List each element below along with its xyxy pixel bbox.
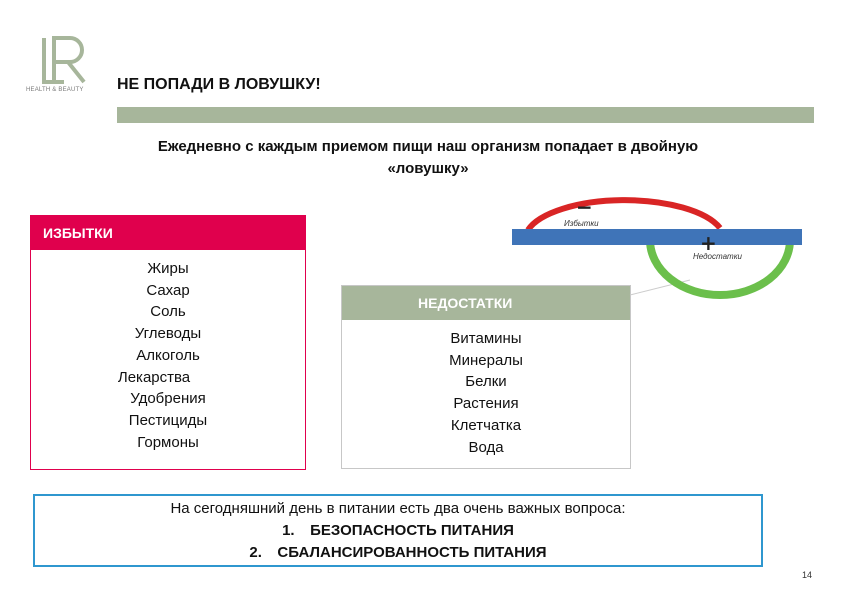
list-item: Гормоны	[31, 432, 305, 454]
lr-logo-mark-icon	[40, 36, 90, 86]
diagram-excess-label: Избытки	[564, 219, 599, 228]
trap-diagram: − Избытки + Недостатки	[500, 180, 820, 315]
excess-heading: ИЗБЫТКИ	[31, 216, 305, 250]
list-item: Минералы	[342, 350, 630, 372]
list-item: Алкоголь	[31, 345, 305, 367]
list-item: Пестициды	[31, 410, 305, 432]
excess-box: ИЗБЫТКИ Жиры Сахар Соль Углеводы Алкогол…	[30, 215, 306, 470]
intro-text: Ежедневно с каждым приемом пищи наш орга…	[48, 136, 808, 180]
lack-list: Витамины Минералы Белки Растения Клетчат…	[342, 320, 630, 458]
list-item: Сахар	[31, 280, 305, 302]
list-item: Жиры	[31, 258, 305, 280]
list-item: Витамины	[342, 328, 630, 350]
title-divider-bar	[117, 107, 814, 123]
summary-list: 1.БЕЗОПАСНОСТЬ ПИТАНИЯ 2.СБАЛАНСИРОВАННО…	[35, 520, 761, 564]
excess-arc	[528, 200, 720, 230]
lr-logo: HEALTH & BEAUTY	[26, 36, 102, 98]
summary-intro: На сегодняшний день в питании есть два о…	[35, 498, 761, 520]
balance-bar	[512, 229, 802, 245]
list-item: Вода	[342, 437, 630, 459]
intro-line-1: Ежедневно с каждым приемом пищи наш орга…	[48, 136, 808, 158]
diagram-lack-label: Недостатки	[693, 252, 742, 261]
list-number: 2.	[249, 542, 277, 564]
list-item: 2.СБАЛАНСИРОВАННОСТЬ ПИТАНИЯ	[35, 542, 761, 564]
list-item: Клетчатка	[342, 415, 630, 437]
list-item: Белки	[342, 371, 630, 393]
list-text: СБАЛАНСИРОВАННОСТЬ ПИТАНИЯ	[277, 544, 546, 561]
list-item: Углеводы	[31, 323, 305, 345]
list-item: Соль	[31, 301, 305, 323]
list-text: БЕЗОПАСНОСТЬ ПИТАНИЯ	[310, 522, 514, 539]
page-title: НЕ ПОПАДИ В ЛОВУШКУ!	[117, 76, 321, 94]
list-item: 1.БЕЗОПАСНОСТЬ ПИТАНИЯ	[35, 520, 761, 542]
list-number: 1.	[282, 520, 310, 542]
summary-box: На сегодняшний день в питании есть два о…	[33, 494, 763, 567]
intro-line-2: «ловушку»	[48, 158, 808, 180]
excess-list: Жиры Сахар Соль Углеводы Алкоголь Лекарс…	[31, 250, 305, 453]
list-item: Удобрения	[31, 388, 305, 410]
logo-caption: HEALTH & BEAUTY	[26, 87, 84, 93]
page-number: 14	[802, 570, 812, 580]
minus-sign: −	[576, 195, 593, 219]
lack-arc	[650, 240, 790, 295]
list-item: Растения	[342, 393, 630, 415]
list-item: Лекарства	[31, 367, 305, 389]
